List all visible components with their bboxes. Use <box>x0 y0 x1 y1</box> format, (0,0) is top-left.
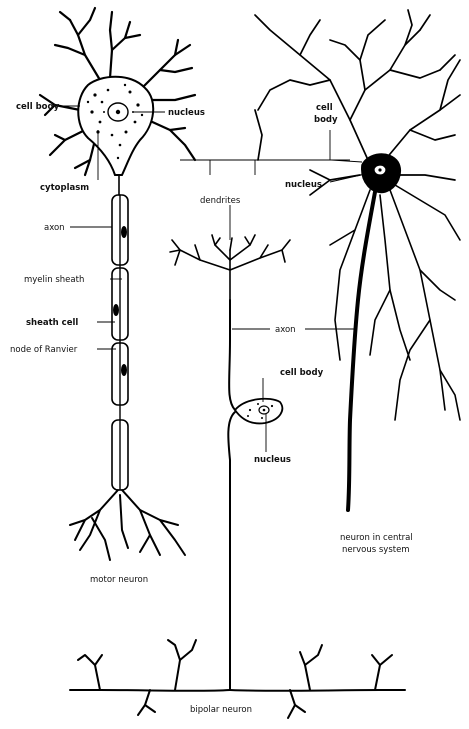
label-sheath-cell: sheath cell <box>26 318 78 328</box>
label-cell-body-cns-2: body <box>314 115 338 125</box>
label-nucleus-bipolar: nucleus <box>254 455 291 465</box>
label-cytoplasm: cytoplasm <box>40 183 89 193</box>
label-cns-neuron-1: neuron in central <box>340 533 413 543</box>
motor-neuron-myelinated-axon <box>112 175 128 490</box>
label-cell-body-cns-1: cell <box>316 103 333 113</box>
label-node-of-ranvier: node of Ranvier <box>10 345 78 355</box>
label-dendrites: dendrites <box>200 196 241 206</box>
cns-neuron-lower-dendrites <box>330 185 460 420</box>
cns-neuron-dendrites <box>255 10 460 195</box>
label-cell-body-bipolar: cell body <box>280 368 324 378</box>
label-nucleus-motor: nucleus <box>168 108 205 118</box>
motor-neuron-terminals <box>70 490 185 560</box>
cns-neuron <box>255 10 460 510</box>
label-nucleus-cns: nucleus <box>285 180 322 190</box>
label-cns-neuron-2: nervous system <box>342 545 410 555</box>
label-cell-body-motor: cell body <box>16 102 60 112</box>
label-motor-neuron: motor neuron <box>90 575 148 585</box>
label-bipolar-neuron: bipolar neuron <box>190 705 252 715</box>
label-axon-shared: axon <box>275 325 296 335</box>
leader-lines <box>56 106 374 452</box>
label-axon-motor: axon <box>44 223 65 233</box>
bipolar-neuron-dendrites <box>170 235 290 300</box>
label-myelin-sheath: myelin sheath <box>24 275 84 285</box>
